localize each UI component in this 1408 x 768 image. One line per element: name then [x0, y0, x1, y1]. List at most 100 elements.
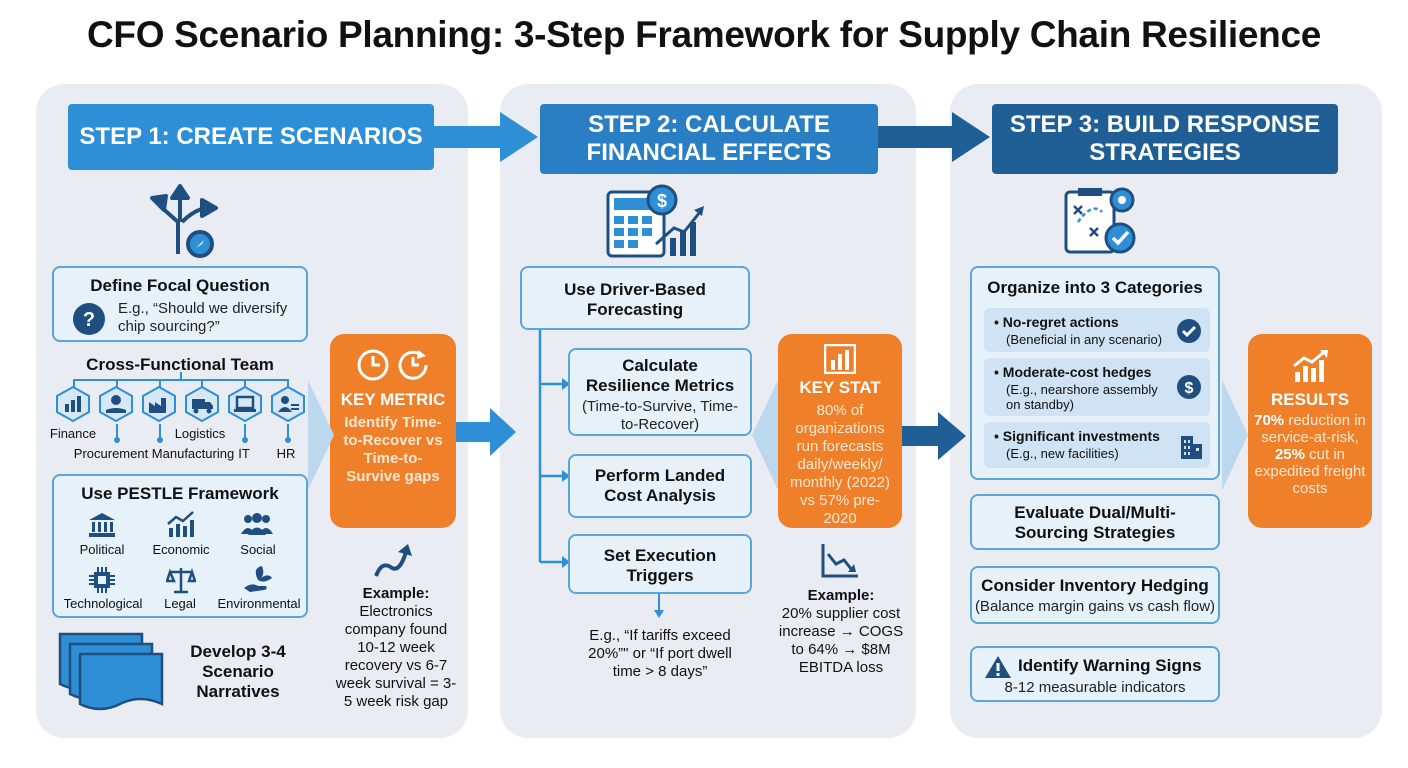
hr-people-icon — [271, 386, 305, 422]
laptop-icon — [228, 386, 262, 422]
step2-example-text: 20% supplier cost increase → COGS to 64%… — [778, 605, 904, 676]
gradient-wedge — [752, 380, 778, 490]
arrow-down-icon — [654, 594, 664, 618]
step2-example-label: Example: — [807, 587, 875, 604]
key-stat-title: KEY STAT — [799, 378, 881, 397]
resilience-metrics-title: Calculate Resilience Metrics — [585, 356, 735, 395]
document-stack-icon — [58, 632, 164, 711]
team-connectors — [73, 372, 291, 443]
arrow-right-icon — [878, 112, 990, 162]
gradient-wedge — [1222, 380, 1248, 490]
landed-cost-box: Perform Landed Cost Analysis — [568, 454, 752, 518]
trend-down-chart-icon — [821, 544, 858, 578]
key-metric-text: Identify Time-to-Recover vs Time-to-Surv… — [343, 414, 443, 485]
key-metric-card: KEY METRIC Identify Time-to-Recover vs T… — [330, 334, 456, 528]
warning-signs-title: Identify Warning Signs — [1018, 656, 1202, 675]
key-stat-text: 80% of organizations run forecasts daily… — [789, 402, 891, 527]
step2-connector-tree — [538, 330, 570, 568]
focal-question-text: E.g., “Should we diversify chip sourcing… — [118, 300, 288, 335]
results-line1-text: reduction in service-at-risk, — [1261, 412, 1366, 446]
resilience-metrics-text: (Time-to-Survive, Time-to-Recover) — [581, 398, 739, 433]
category-moderate-cost: • Moderate-cost hedges (E.g., nearshore … — [984, 358, 1210, 416]
people-group-icon — [241, 513, 273, 535]
inventory-hedging-text: (Balance margin gains vs cash flow) — [974, 598, 1216, 615]
calculator-chart-icon: $ — [606, 184, 704, 258]
plant-hand-icon — [244, 566, 272, 592]
landed-cost-text: Perform Landed Cost Analysis — [594, 466, 726, 505]
warning-signs-box: Identify Warning Signs 8-12 measurable i… — [970, 646, 1220, 702]
warning-signs-text: 8-12 measurable indicators — [1004, 679, 1186, 696]
resilience-metrics-box: Calculate Resilience Metrics (Time-to-Su… — [568, 348, 752, 436]
svg-text:$: $ — [657, 191, 667, 211]
scales-icon — [166, 568, 196, 594]
pestle-technological: Technological — [63, 596, 143, 611]
execution-triggers-text: Set Execution Triggers — [603, 546, 717, 585]
strategy-plan-gear-icon — [1064, 187, 1136, 254]
trend-up-arrow-icon — [374, 544, 412, 577]
chip-icon — [89, 567, 115, 593]
pestle-legal: Legal — [164, 596, 196, 611]
results-line1-value: 70% — [1254, 412, 1285, 429]
category-no-regret-title: • No-regret actions — [994, 314, 1119, 330]
driver-forecasting-text: Use Driver-Based Forecasting — [564, 280, 706, 319]
team-title: Cross-Functional Team — [86, 355, 274, 374]
team-label-hr: HR — [276, 446, 296, 461]
finance-chart-icon — [56, 386, 90, 422]
team-label-finance: Finance — [49, 426, 97, 441]
team-label-it: IT — [238, 446, 250, 461]
dollar-icon: $ — [1177, 375, 1201, 399]
growth-chart-icon — [1293, 350, 1328, 382]
procurement-hand-coin-icon — [99, 386, 133, 422]
trigger-example-text: E.g., “If tariffs exceed 20%”" or “If po… — [588, 627, 732, 680]
step1-header: STEP 1: CREATE SCENARIOS — [68, 104, 434, 170]
pestle-political: Political — [79, 542, 125, 557]
inventory-hedging-box: Consider Inventory Hedging (Balance marg… — [970, 566, 1220, 624]
results-card: RESULTS 70% reduction in service-at-risk… — [1248, 334, 1372, 528]
focal-question-title: Define Focal Question — [90, 276, 270, 295]
category-significant-investments: • Significant investments (E.g., new fac… — [984, 422, 1210, 468]
step3-header: STEP 3: BUILD RESPONSE STRATEGIES — [992, 104, 1338, 174]
arrow-right-icon — [456, 408, 516, 456]
growth-chart-icon — [167, 511, 194, 537]
develop-narratives-text: Develop 3-4 Scenario Narratives — [190, 642, 286, 701]
results-text: 70% reduction in service-at-risk, 25% cu… — [1254, 412, 1366, 497]
results-line2-text: cut in expedited freight costs — [1254, 446, 1366, 497]
results-line2-value: 25% — [1274, 446, 1305, 463]
question-icon: ? — [73, 303, 105, 335]
results-title: RESULTS — [1270, 390, 1350, 409]
pestle-title: Use PESTLE Framework — [81, 484, 279, 503]
step1-example-text: Electronics company found 10-12 week rec… — [335, 603, 457, 710]
dual-sourcing-text: Evaluate Dual/Multi-Sourcing Strategies — [1014, 503, 1176, 542]
svg-text:$: $ — [1185, 380, 1194, 397]
category-moderate-cost-text: (E.g., nearshore assembly on standby) — [1006, 382, 1158, 412]
category-significant-investments-title: • Significant investments — [994, 428, 1160, 444]
pestle-box: Use PESTLE Framework Political Economic … — [52, 474, 308, 618]
pestle-economic: Economic — [152, 542, 210, 557]
team-label-logistics: Logistics — [174, 426, 226, 441]
arrow-right-icon — [434, 112, 538, 162]
bank-icon — [89, 513, 115, 537]
step1-example-label: Example: — [362, 585, 430, 602]
inventory-hedging-title: Consider Inventory Hedging — [981, 576, 1209, 595]
building-icon — [1181, 436, 1202, 459]
organize-categories-title: Organize into 3 Categories — [987, 278, 1203, 297]
category-significant-investments-text: (E.g., new facilities) — [1006, 446, 1119, 461]
execution-triggers-box: Set Execution Triggers — [568, 534, 752, 594]
pestle-social: Social — [240, 542, 276, 557]
focal-question-box: Define Focal Question ? E.g., “Should we… — [52, 266, 308, 342]
category-moderate-cost-title: • Moderate-cost hedges — [994, 364, 1152, 380]
dual-sourcing-box: Evaluate Dual/Multi-Sourcing Strategies — [970, 494, 1220, 550]
category-no-regret: • No-regret actions (Beneficial in any s… — [984, 308, 1210, 352]
directions-compass-icon — [150, 184, 218, 258]
team-label-manufacturing: Manufacturing — [151, 446, 235, 461]
key-stat-card: KEY STAT 80% of organizations run foreca… — [778, 334, 902, 528]
category-no-regret-text: (Beneficial in any scenario) — [1006, 332, 1163, 347]
clock-icon — [357, 349, 389, 381]
truck-icon — [185, 386, 219, 422]
step2-header: STEP 2: CALCULATE FINANCIAL EFFECTS — [540, 104, 878, 174]
svg-text:?: ? — [83, 309, 95, 331]
check-icon — [1177, 319, 1201, 343]
refresh-clock-icon — [398, 350, 428, 380]
driver-forecasting-box: Use Driver-Based Forecasting — [520, 266, 750, 330]
key-metric-title: KEY METRIC — [340, 390, 446, 409]
